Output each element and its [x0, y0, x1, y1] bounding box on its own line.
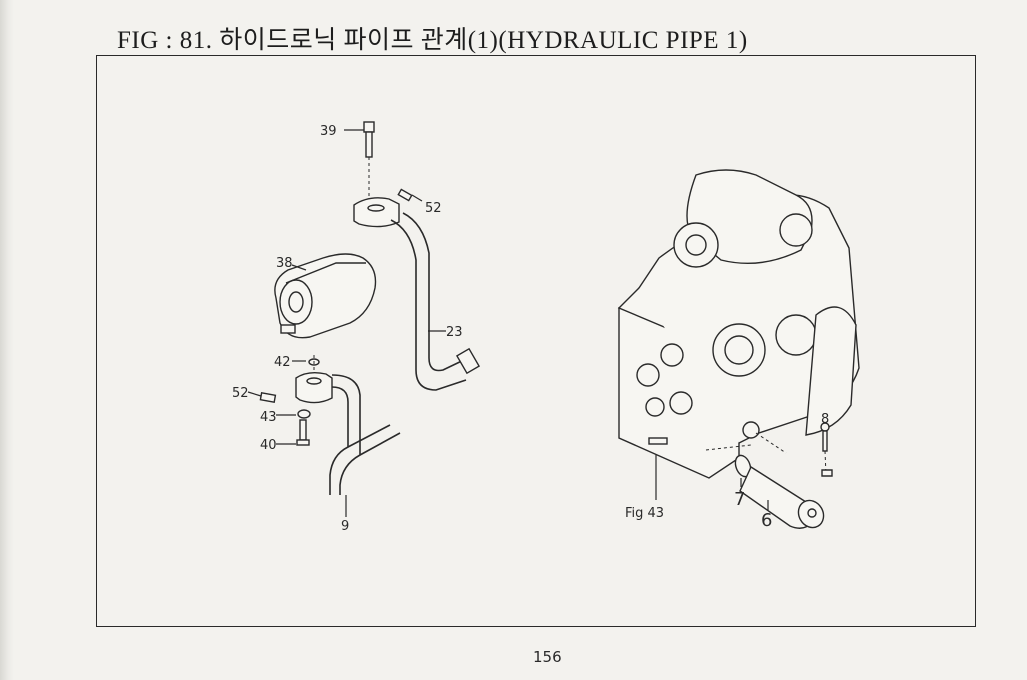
callout-52-top: 52 [425, 201, 442, 216]
callout-38: 38 [276, 256, 293, 271]
hydraulic-pump-38 [274, 253, 377, 339]
callout-42: 42 [274, 355, 291, 370]
transmission-housing [617, 169, 860, 479]
callout-6: 6 [761, 510, 772, 531]
page-number: 156 [533, 648, 562, 666]
callout-fig43: Fig 43 [625, 506, 664, 521]
callout-23: 23 [446, 325, 463, 340]
callout-40: 40 [260, 438, 277, 453]
callout-9: 9 [341, 519, 349, 534]
scan-edge [0, 0, 14, 680]
parts-diagram: 39 52 38 23 42 52 43 40 9 8 7 6 Fig 43 [232, 121, 860, 534]
pipe-6 [739, 465, 825, 529]
bolt-40 [276, 419, 310, 446]
callout-43: 43 [260, 410, 277, 425]
bolt-52-top [397, 188, 423, 202]
bolt-8 [820, 422, 833, 477]
pipe-9 [295, 371, 401, 517]
washer-42 [292, 355, 320, 373]
bolt-39 [344, 121, 375, 205]
callout-7: 7 [734, 489, 745, 510]
callout-8: 8 [821, 412, 829, 427]
callout-39: 39 [320, 124, 337, 139]
pipe-23 [353, 197, 481, 391]
callout-52-left: 52 [232, 386, 249, 401]
figure-title: FIG : 81. 하이드로닉 파이프 관계(1)(HYDRAULIC PIPE… [117, 27, 748, 54]
washer-43 [276, 409, 311, 419]
bolt-52-left [247, 391, 277, 403]
diagram-frame [96, 55, 976, 627]
